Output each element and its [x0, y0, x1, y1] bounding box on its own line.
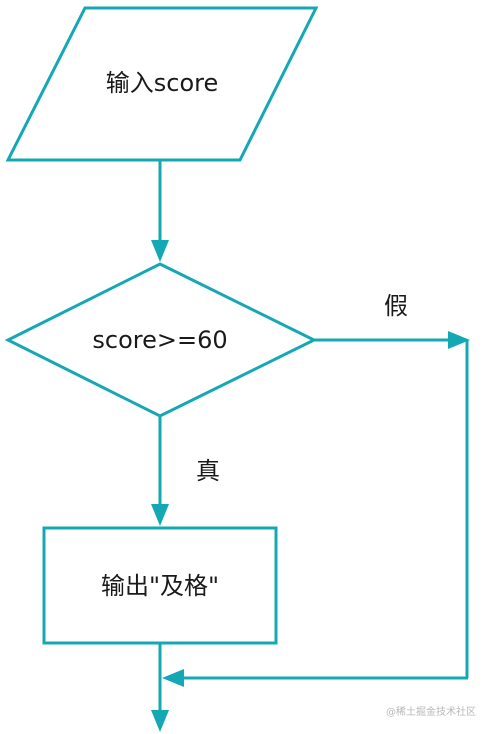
output-node-label: 输出"及格" — [101, 572, 219, 600]
arrowhead-input-to-decision — [151, 240, 169, 262]
input-node-label: 输入score — [106, 69, 219, 97]
output-node — [42, 526, 278, 645]
arrowhead-false-right — [448, 331, 470, 349]
watermark-text: @稀土掘金技术社区 — [386, 705, 476, 718]
arrowhead-false-return — [162, 669, 184, 687]
false-branch-label: 假 — [384, 292, 408, 320]
arrowhead-exit — [151, 710, 169, 732]
true-branch-label: 真 — [196, 457, 220, 485]
input-node — [5, 6, 319, 162]
arrowhead-true-down — [151, 504, 169, 526]
decision-node-label: score>=60 — [92, 326, 227, 354]
